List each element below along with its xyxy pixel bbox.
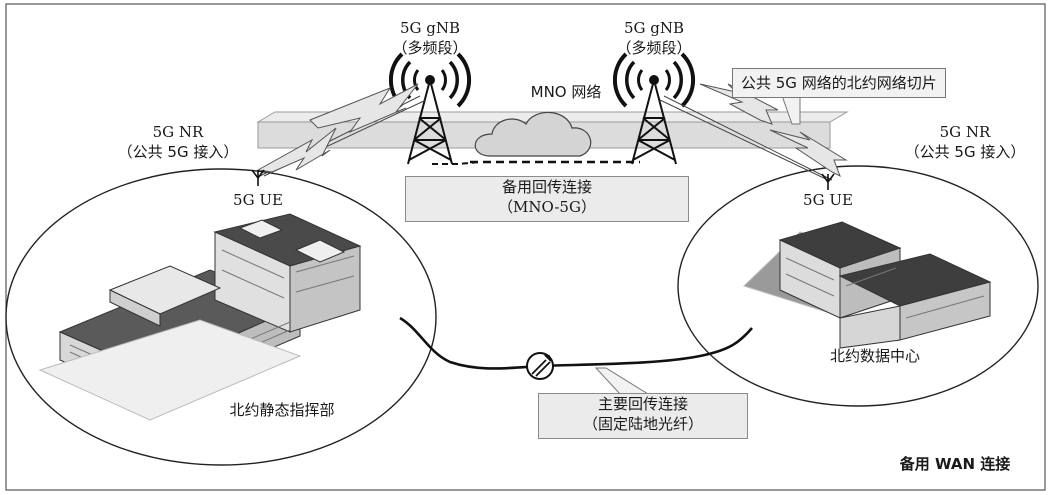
primary-link-line1: 主要回传连接 bbox=[597, 395, 688, 413]
tower-left-name: 5G gNB bbox=[399, 19, 461, 37]
mno-cloud-icon bbox=[474, 111, 592, 157]
nr-right-line2: （公共 5G 接入） bbox=[904, 143, 1026, 161]
primary-link-line2: （固定陆地光纤） bbox=[582, 415, 703, 433]
site-left-label: 北约静态指挥部 bbox=[229, 401, 335, 419]
ue-right-label: 5G UE bbox=[803, 191, 853, 209]
nr-left-line2: （公共 5G 接入） bbox=[117, 143, 239, 161]
figure-caption: 备用 WAN 连接 bbox=[899, 455, 1011, 473]
slice-callout: 公共 5G 网络的北约网络切片 bbox=[732, 68, 946, 98]
hq-building-illustration bbox=[38, 213, 362, 421]
ue-right-antenna-icon bbox=[821, 173, 835, 190]
tower-right-icon bbox=[612, 52, 696, 165]
primary-link-box: 主要回传连接 （固定陆地光纤） bbox=[538, 393, 748, 439]
site-right-label: 北约数据中心 bbox=[829, 347, 920, 365]
nr-right-line1: 5G NR bbox=[939, 123, 991, 141]
fiber-coupler-icon bbox=[526, 352, 554, 380]
tower-right-label: 5G gNB （多频段） bbox=[608, 18, 700, 58]
ue-left-antenna-icon bbox=[251, 169, 265, 186]
mno-network-label: MNO 网络 bbox=[530, 83, 602, 101]
nr-left-line1: 5G NR bbox=[152, 123, 204, 141]
datacenter-building-illustration bbox=[743, 221, 992, 349]
nr-left-label: 5G NR （公共 5G 接入） bbox=[88, 122, 268, 162]
lightning-left-upper-icon bbox=[309, 83, 419, 134]
lightning-left-icon bbox=[256, 127, 337, 173]
backup-link-line1: 备用回传连接 bbox=[501, 178, 592, 196]
backup-link-line2: （MNO-5G） bbox=[498, 198, 596, 216]
backup-link-box: 备用回传连接 （MNO-5G） bbox=[405, 176, 689, 222]
tower-left-label: 5G gNB （多频段） bbox=[384, 18, 476, 58]
lightning-right-icon bbox=[769, 129, 848, 178]
tower-right-name: 5G gNB bbox=[623, 19, 685, 37]
tower-right-sub: （多频段） bbox=[616, 39, 692, 57]
nr-right-label: 5G NR （公共 5G 接入） bbox=[880, 122, 1050, 162]
tower-left-sub: （多频段） bbox=[392, 39, 468, 57]
ue-left-label: 5G UE bbox=[233, 191, 283, 209]
